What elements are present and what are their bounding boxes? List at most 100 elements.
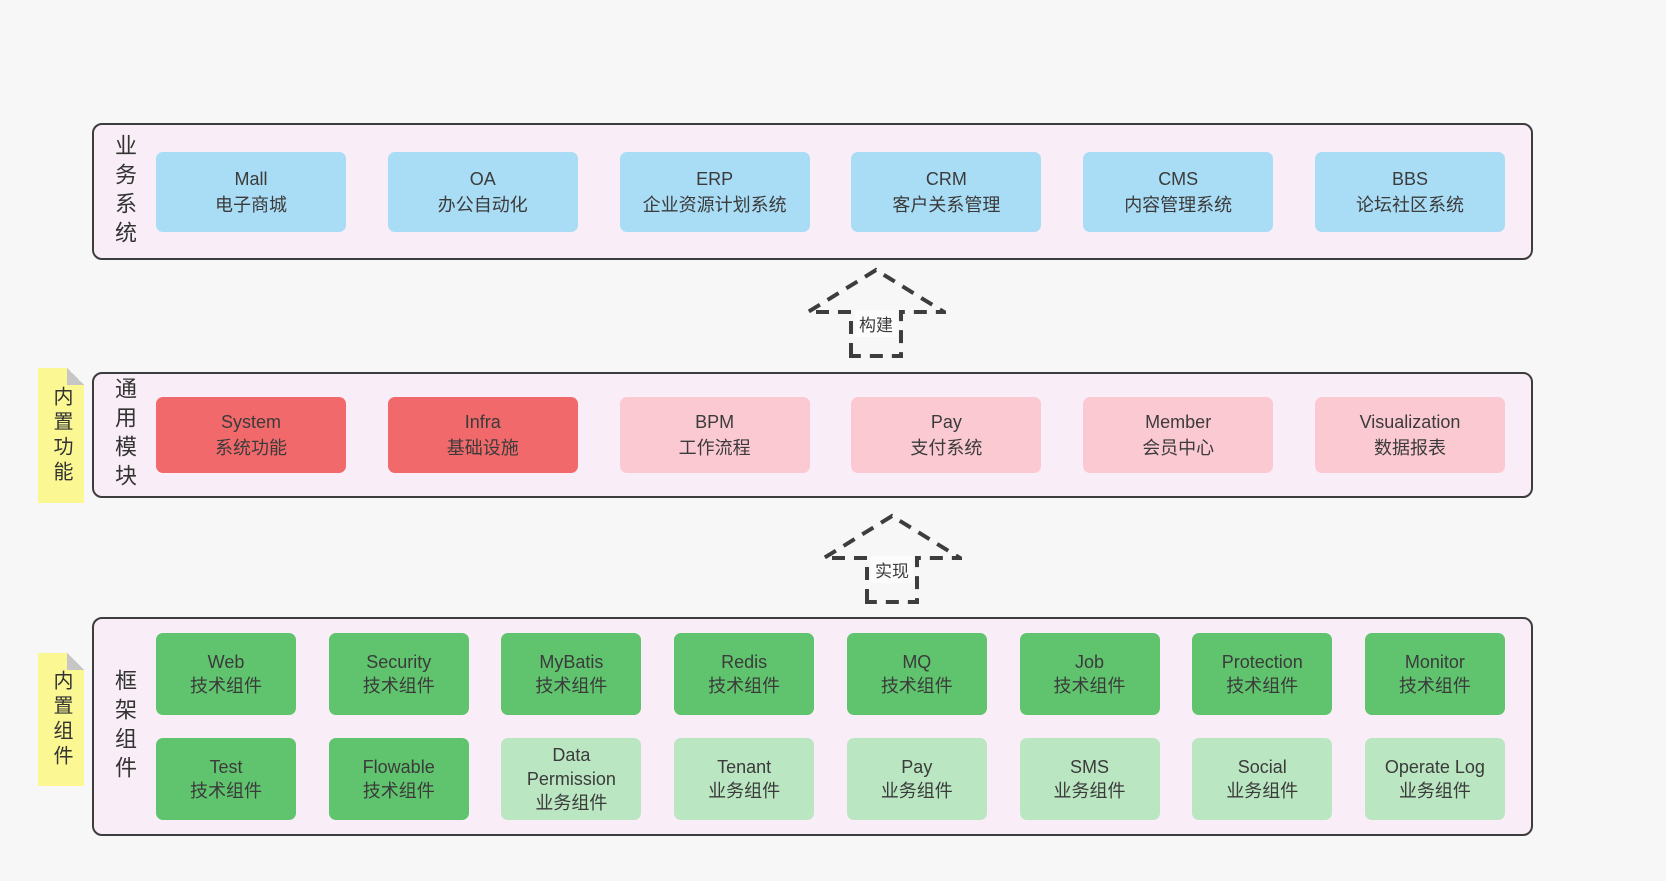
box-pay-module: Pay 支付系统 [851,397,1042,473]
box-bpm: BPM 工作流程 [619,397,810,473]
folded-corner-icon [67,368,84,385]
arrow-build: 构建 [806,266,946,360]
box-desc: 业务组件 [880,781,953,801]
box-desc: 客户关系管理 [892,194,1001,215]
box-name: Tenant [717,757,772,777]
box-desc: 技术组件 [535,676,608,696]
box-name: Data Permission [526,745,616,789]
framework-row-1: Web 技术组件 Security 技术组件 MyBatis 技术组件 Redi… [156,633,1505,715]
box-desc: 业务组件 [1053,781,1126,801]
box-name: Social [1237,757,1287,777]
business-systems-boxes: Mall 电子商城 OA 办公自动化 ERP 企业资源计划系统 CRM 客户关系… [156,151,1505,232]
box-desc: 业务组件 [1226,781,1299,801]
box-name: CRM [925,168,967,189]
box-flowable: Flowable 技术组件 [328,738,469,820]
box-member: Member 会员中心 [1083,397,1274,473]
box-name: BPM [695,412,735,432]
up-arrow-dashed-icon [822,513,962,604]
box-name: Security [366,652,432,672]
box-security: Security 技术组件 [328,633,469,715]
box-name: OA [469,168,496,189]
box-cms: CMS 内容管理系统 [1083,151,1274,232]
box-name: Flowable [362,757,435,777]
box-desc: 业务组件 [1398,781,1471,801]
box-desc: 技术组件 [1226,676,1299,696]
box-desc: 技术组件 [190,676,262,696]
box-desc: 业务组件 [535,793,608,813]
layer-common-modules: 通用模块 System 系统功能 Infra 基础设施 BPM 工作流程 Pay… [92,372,1533,498]
sticky-label: 内置功能 [50,385,72,486]
arrow-implement: 实现 [822,512,962,606]
box-desc: 会员中心 [1142,438,1215,458]
box-name: Web [207,652,245,672]
box-desc: 技术组件 [880,676,953,696]
sticky-label: 内置组件 [50,669,72,770]
box-crm: CRM 客户关系管理 [851,151,1042,232]
box-pay-component: Pay 业务组件 [846,738,987,820]
box-desc: 企业资源计划系统 [642,194,787,215]
box-name: Mall [234,168,268,189]
box-name: MyBatis [539,652,604,672]
box-protection: Protection 技术组件 [1192,633,1333,715]
box-desc: 工作流程 [678,438,751,458]
layer-label-common-modules: 通用模块 [112,377,137,493]
common-modules-boxes: System 系统功能 Infra 基础设施 BPM 工作流程 Pay 支付系统… [156,397,1505,473]
box-monitor: Monitor 技术组件 [1364,633,1505,715]
box-desc: 电子商城 [215,194,287,215]
box-name: Monitor [1404,652,1465,672]
up-arrow-dashed-icon [806,267,946,358]
sticky-built-in-components: 内置组件 [38,653,84,786]
box-oa: OA 办公自动化 [387,151,578,232]
box-desc: 技术组件 [1398,676,1471,696]
box-desc: 技术组件 [1053,676,1126,696]
framework-row-2: Test 技术组件 Flowable 技术组件 Data Permission … [156,738,1505,820]
box-name: Infra [464,412,501,432]
box-desc: 技术组件 [362,781,435,801]
box-desc: 数据报表 [1373,438,1446,458]
box-visualization: Visualization 数据报表 [1314,397,1505,473]
folded-corner-icon [67,653,84,670]
box-social: Social 业务组件 [1192,738,1333,820]
box-tenant: Tenant 业务组件 [674,738,815,820]
layer-business-systems: 业务系统 Mall 电子商城 OA 办公自动化 ERP 企业资源计划系统 CRM… [92,123,1533,260]
box-redis: Redis 技术组件 [674,633,815,715]
box-name: Visualization [1359,412,1461,432]
box-name: Job [1075,652,1105,672]
box-desc: 技术组件 [362,676,435,696]
arrow-implement-label: 实现 [871,556,913,583]
box-desc: 内容管理系统 [1124,194,1233,215]
box-name: ERP [696,168,734,189]
box-name: MQ [902,652,932,672]
box-name: SMS [1070,757,1110,777]
box-desc: 系统功能 [215,438,287,458]
box-sms: SMS 业务组件 [1019,738,1160,820]
box-mybatis: MyBatis 技术组件 [501,633,642,715]
box-name: Protection [1221,652,1303,672]
arrow-build-label: 构建 [855,310,897,337]
layer-label-business-systems: 业务系统 [112,133,137,250]
box-name: Operate Log [1384,757,1485,777]
box-infra: Infra 基础设施 [387,397,578,473]
box-name: BBS [1391,168,1428,189]
box-desc: 论坛社区系统 [1355,194,1464,215]
box-name: Member [1145,412,1212,432]
box-desc: 业务组件 [708,781,781,801]
box-desc: 技术组件 [708,676,781,696]
sticky-built-in-features: 内置功能 [38,368,84,503]
box-desc: 办公自动化 [437,194,528,215]
box-bbs: BBS 论坛社区系统 [1314,151,1505,232]
box-name: CMS [1158,168,1199,189]
layer-framework-components: 框架组件 Web 技术组件 Security 技术组件 MyBatis 技术组件… [92,617,1533,836]
framework-components-rows: Web 技术组件 Security 技术组件 MyBatis 技术组件 Redi… [156,633,1505,820]
box-test: Test 技术组件 [156,738,296,820]
box-erp: ERP 企业资源计划系统 [619,151,810,232]
box-data-permission: Data Permission 业务组件 [501,738,642,820]
box-name: Pay [930,412,962,432]
box-name: System [220,412,281,432]
box-operate-log: Operate Log 业务组件 [1364,738,1505,820]
layer-label-framework-components: 框架组件 [112,668,137,785]
box-job: Job 技术组件 [1019,633,1160,715]
box-mall: Mall 电子商城 [156,151,346,232]
box-name: Test [209,757,243,777]
